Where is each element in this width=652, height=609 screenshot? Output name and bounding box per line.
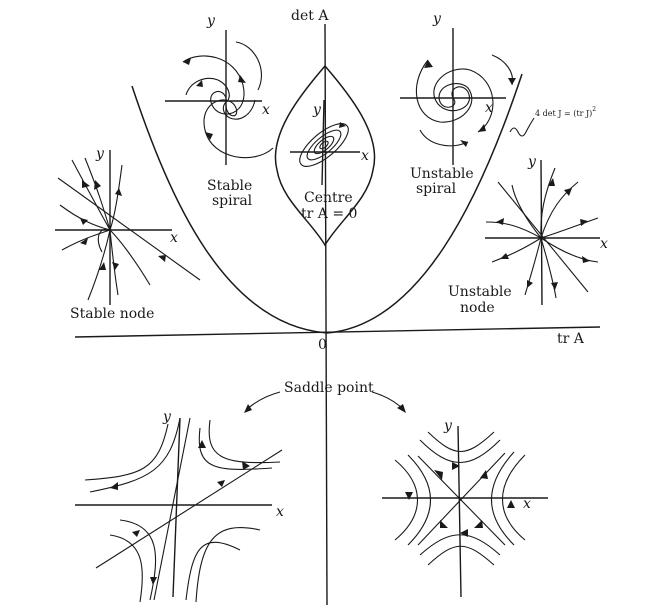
stable-node-inset: y x (55, 146, 201, 305)
stable-spiral-label: Stable (207, 178, 252, 194)
svg-text:y: y (443, 418, 453, 434)
centre-inset: y x (290, 99, 369, 186)
boundary-pointer (509, 117, 535, 137)
svg-text:y: y (312, 102, 322, 118)
unstable-spiral-label-2: spiral (416, 181, 457, 197)
centre-condition: tr A = 0 (301, 206, 357, 222)
svg-text:x: x (600, 236, 608, 252)
svg-text:x: x (485, 100, 493, 116)
stable-spiral-label-2: spiral (212, 193, 253, 209)
svg-text:x: x (361, 148, 369, 164)
svg-text:x: x (523, 496, 531, 512)
det-axis-label: det A (291, 8, 329, 24)
determinant-axis (324, 23, 328, 606)
saddle-inset-left: y x (75, 409, 284, 603)
unstable-spiral-label: Unstable (410, 166, 474, 182)
unstable-spiral-inset: y x (400, 11, 516, 165)
boundary-label: 4 det J = (tr J)2 (535, 106, 596, 118)
svg-text:x: x (276, 504, 284, 520)
stable-spiral-inset: y x (165, 13, 274, 165)
centre-label: Centre (304, 190, 353, 206)
origin-label: 0 (318, 337, 327, 353)
svg-text:y: y (95, 146, 105, 162)
unstable-node-inset: y x (485, 154, 608, 306)
svg-text:y: y (527, 154, 537, 170)
unstable-node-label-2: node (460, 300, 495, 316)
saddle-arrow-left (245, 391, 281, 411)
svg-text:y: y (162, 409, 172, 425)
svg-text:x: x (170, 230, 178, 246)
tr-axis-label: tr A (557, 331, 585, 347)
svg-text:y: y (432, 11, 442, 27)
saddle-point-label: Saddle point (284, 380, 374, 396)
discriminant-parabola (131, 73, 523, 334)
svg-text:x: x (262, 102, 270, 118)
unstable-node-label: Unstable (448, 284, 512, 300)
stable-node-label: Stable node (70, 306, 154, 322)
svg-text:y: y (206, 13, 216, 29)
saddle-inset-right: y x (382, 418, 548, 598)
centre-region-boundary (274, 64, 376, 247)
